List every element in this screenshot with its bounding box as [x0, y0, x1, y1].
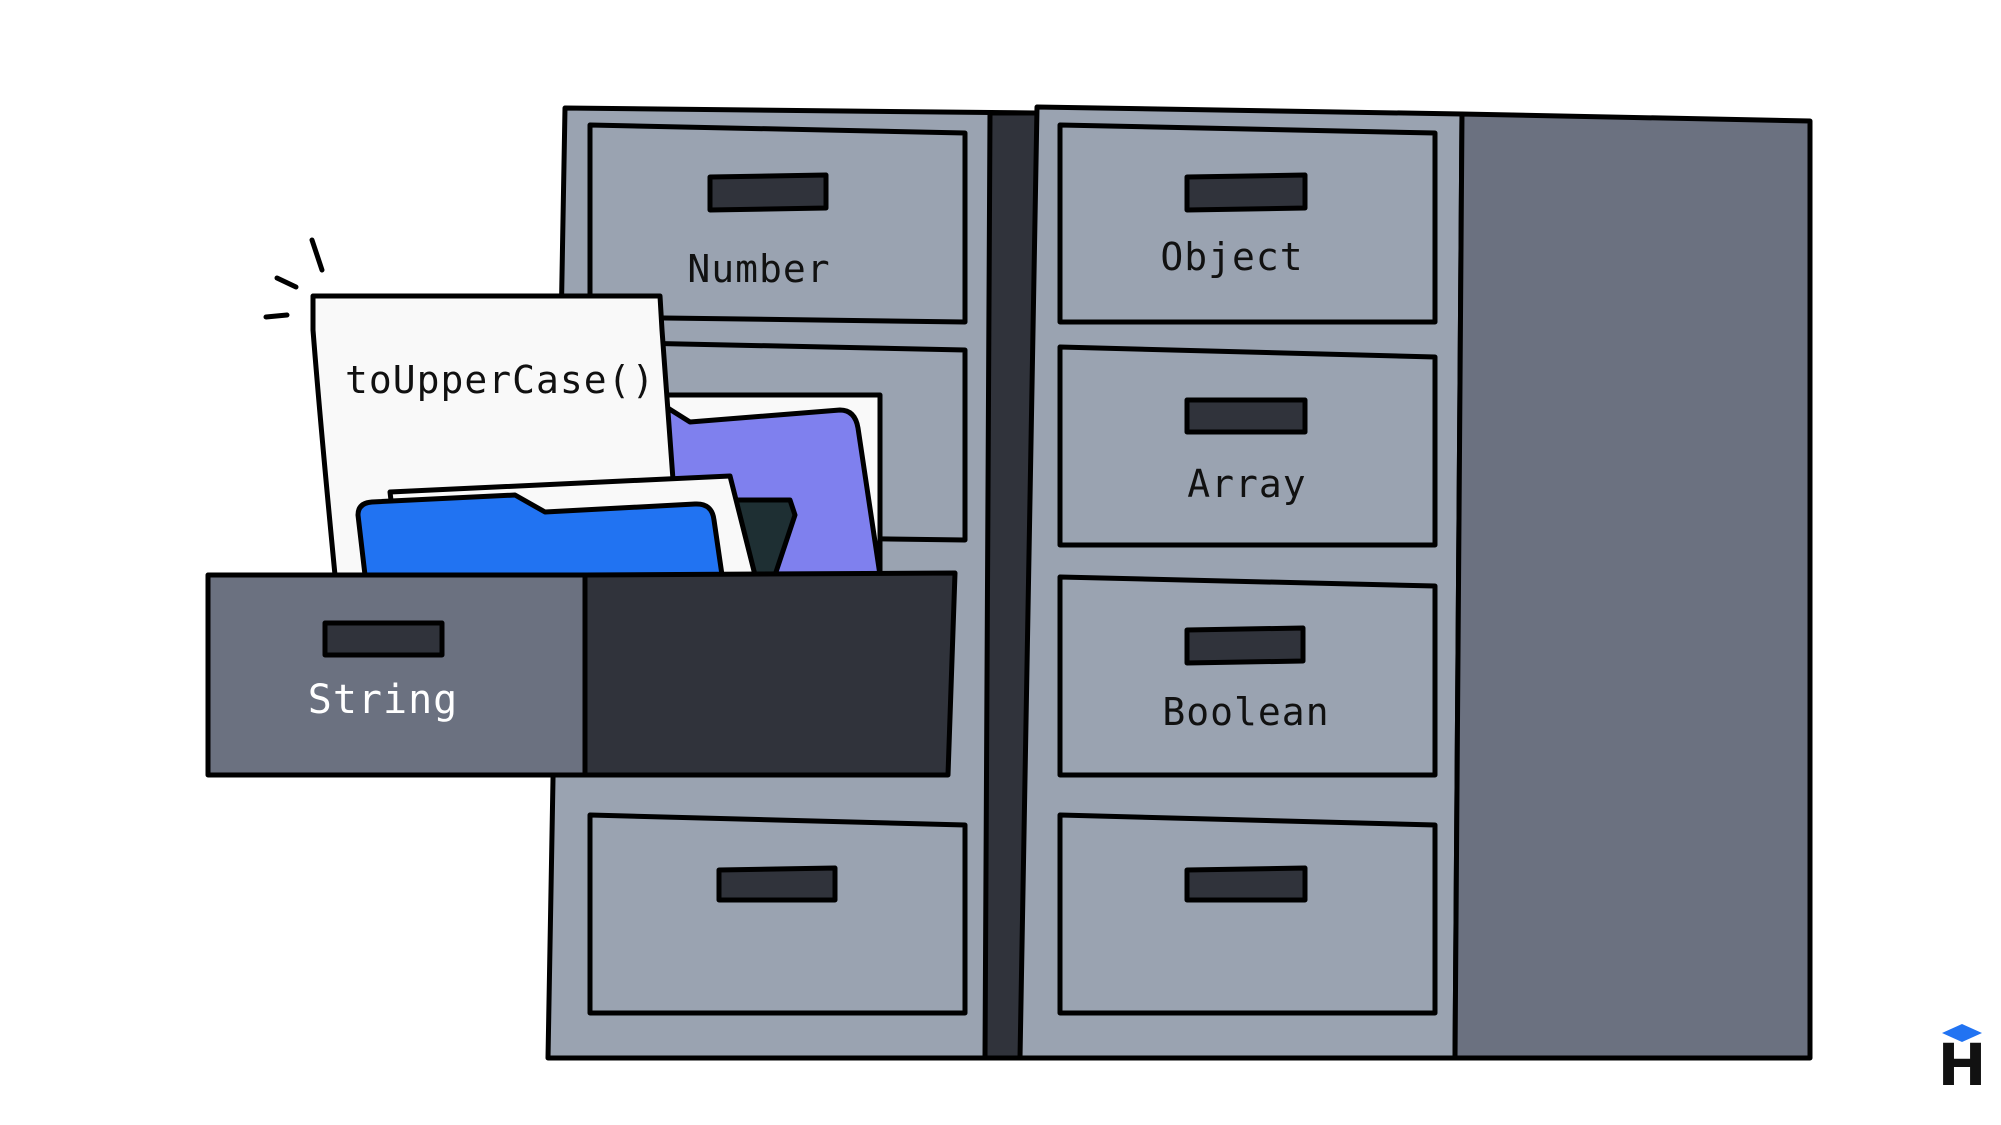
right-cabinet-side [1452, 111, 1813, 1061]
drawer-object-handle[interactable] [1184, 172, 1308, 213]
drawer-left-bottom[interactable] [587, 812, 968, 1016]
logo-letter: H [1938, 1031, 1987, 1099]
drawer-object[interactable] [1057, 122, 1438, 325]
drawer-right-bottom[interactable] [1057, 812, 1438, 1016]
paper-text: toUpperCase() [345, 358, 655, 402]
drawer-string-handle[interactable] [322, 620, 445, 658]
drawer-boolean-label: Boolean [1162, 690, 1329, 734]
brand-logo: H [1938, 1024, 1987, 1099]
drawer-array-handle[interactable] [1184, 397, 1308, 435]
drawer-array-label: Array [1187, 462, 1306, 506]
drawer-string-side [582, 570, 958, 778]
drawer-string-label: String [308, 677, 459, 723]
drawer-boolean-handle[interactable] [1184, 625, 1306, 666]
drawer-left-bottom-handle[interactable] [716, 865, 838, 903]
drawer-object-label: Object [1160, 235, 1303, 279]
emphasis-lines-icon [263, 237, 325, 320]
drawer-right-bottom-handle[interactable] [1184, 865, 1308, 903]
drawer-boolean[interactable] [1057, 574, 1438, 778]
blue-folder [355, 492, 725, 578]
logo-cap-icon [1942, 1024, 1982, 1042]
drawer-number-label: Number [687, 247, 830, 291]
drawer-array[interactable] [1057, 344, 1438, 548]
drawer-string[interactable] [205, 572, 588, 778]
drawer-number[interactable] [587, 122, 968, 325]
drawer-number-handle[interactable] [707, 172, 829, 213]
